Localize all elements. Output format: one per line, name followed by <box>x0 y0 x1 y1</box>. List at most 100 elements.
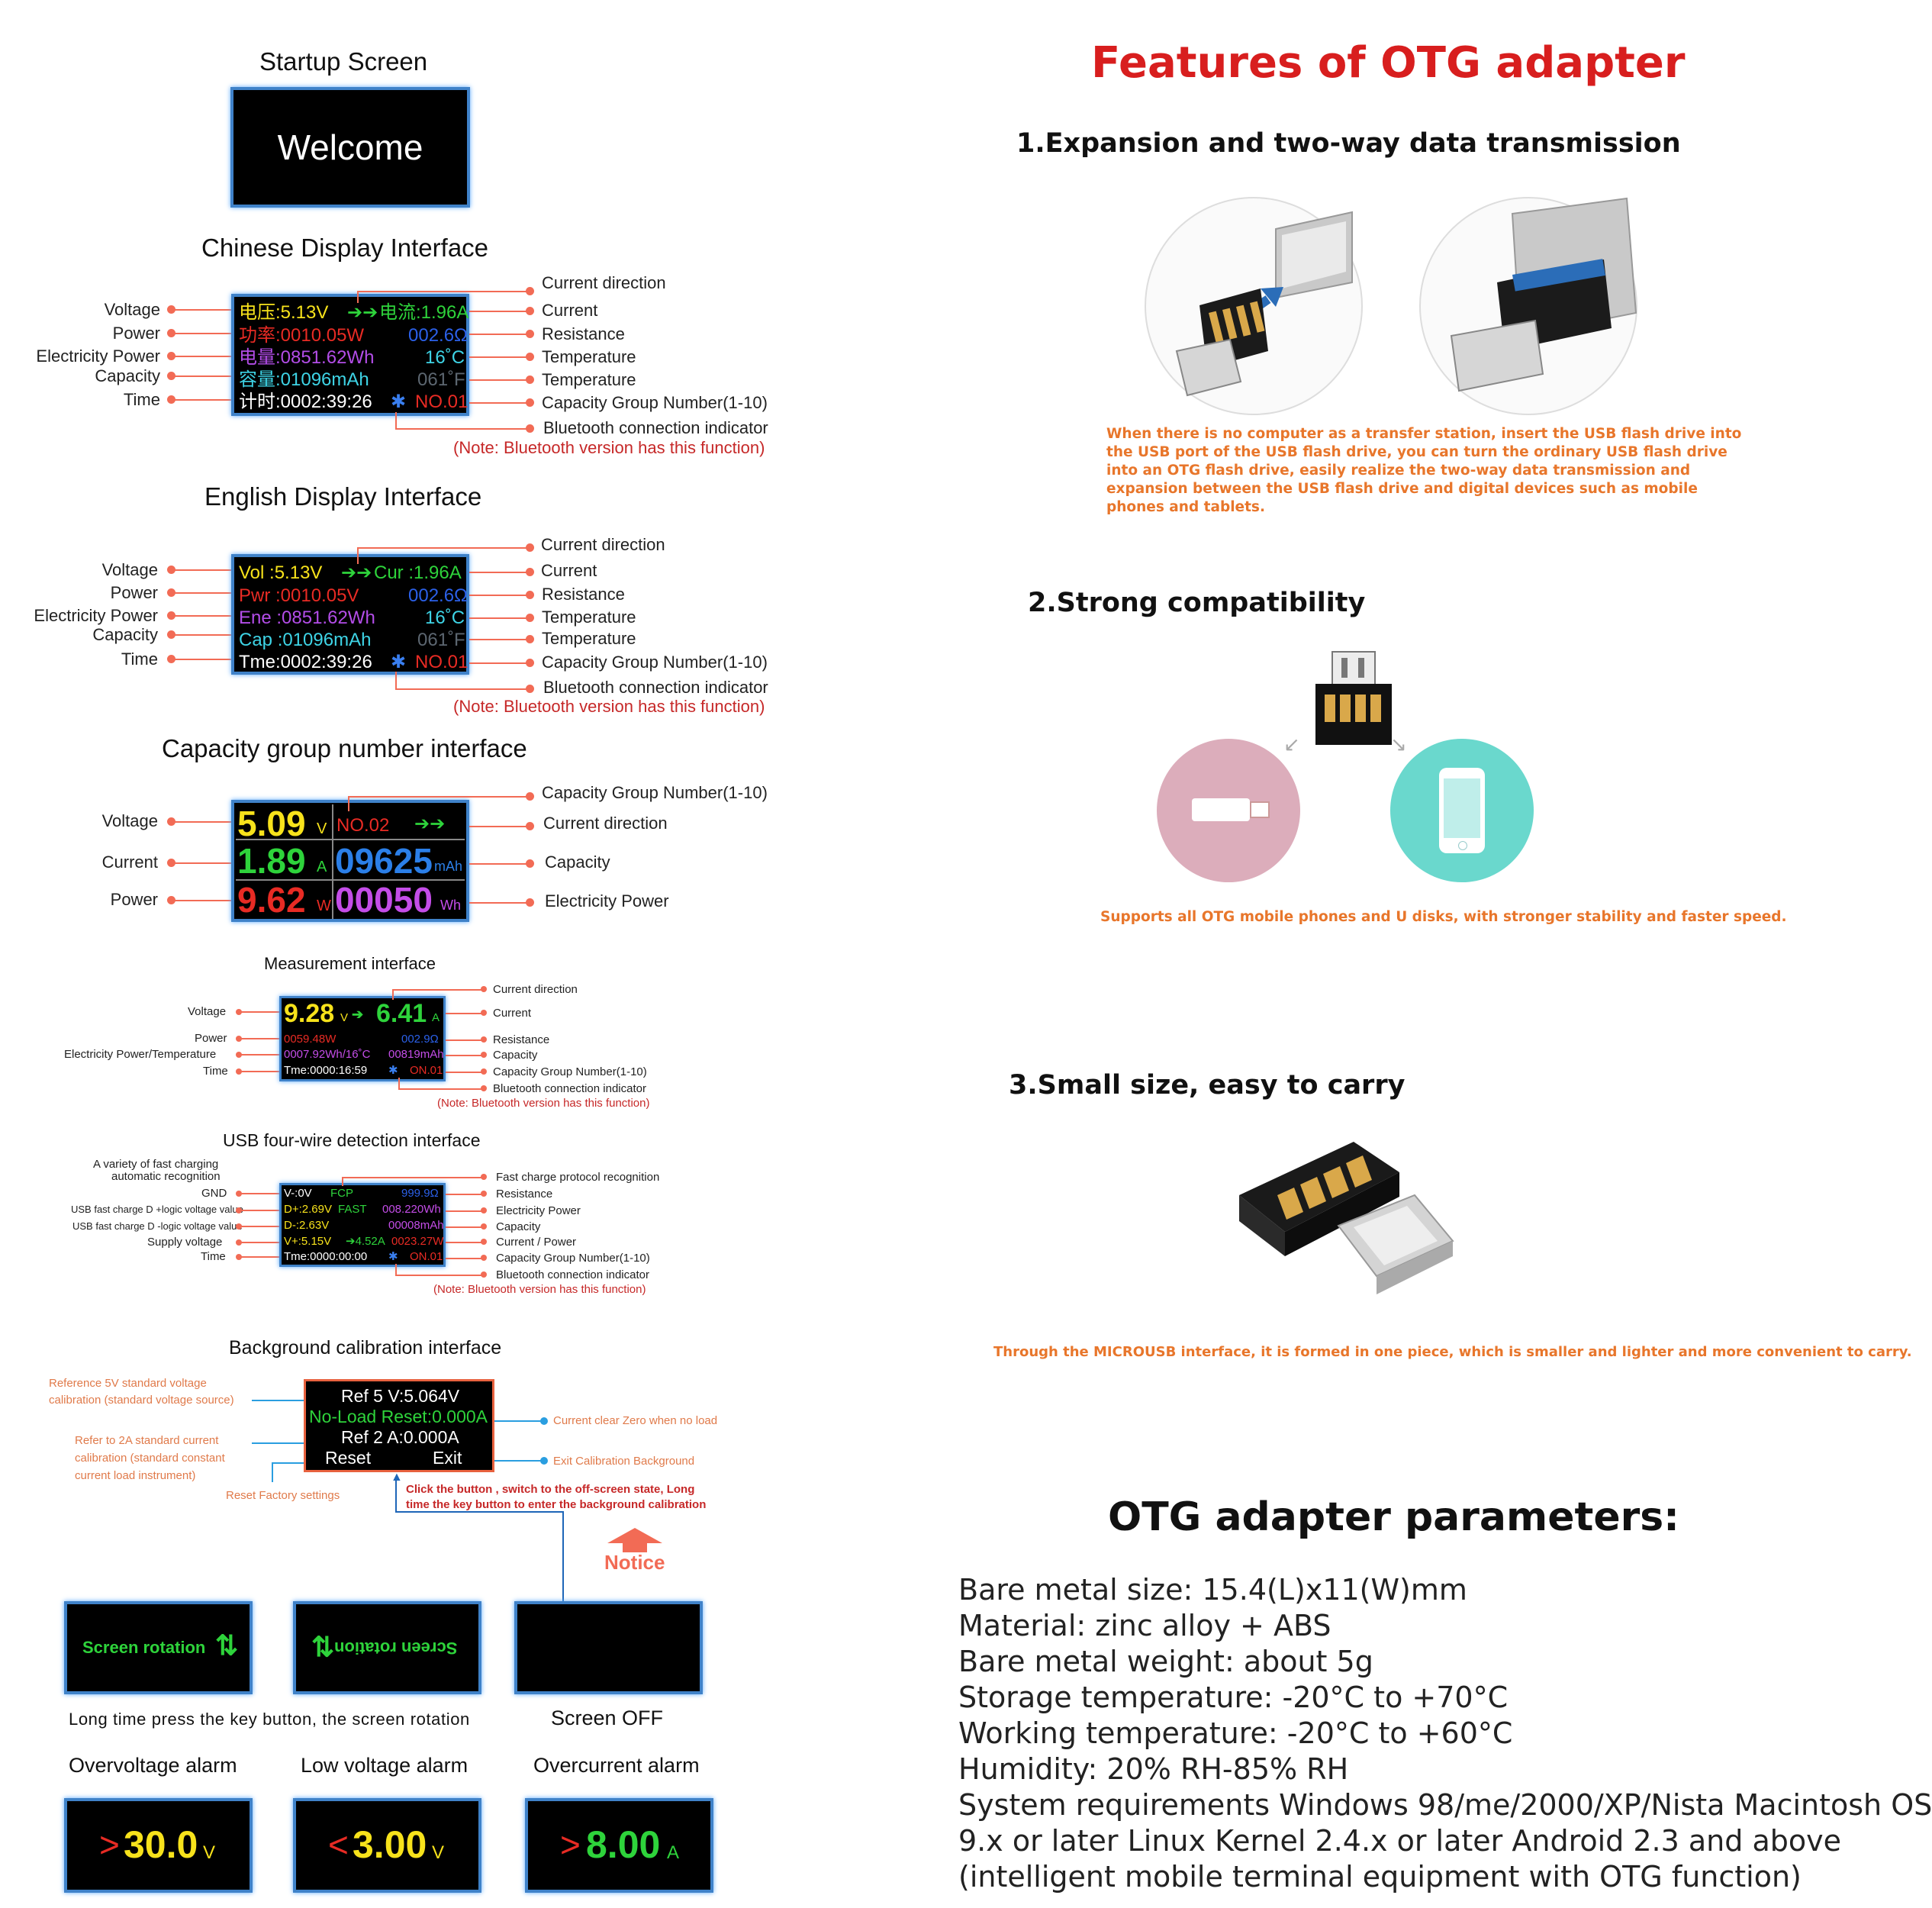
cap-direction-arrow: ➔➔ <box>414 814 446 834</box>
en-resistance: 002.6Ω <box>408 585 468 606</box>
usb-dminus: D-:2.63V <box>284 1219 330 1232</box>
pointer-dot <box>526 287 534 295</box>
en-temp-f: 061˚F <box>417 630 465 650</box>
english-screen: Vol :5.13V ➔➔ Cur :1.96A Pwr :0010.05V 0… <box>231 554 469 675</box>
pointer-line <box>469 402 530 404</box>
bluetooth-note: (Note: Bluetooth version has this functi… <box>453 697 765 716</box>
meas-group-number: ON.01 <box>410 1064 443 1077</box>
phone-icon <box>1439 768 1485 853</box>
en-current: Cur :1.96A <box>374 562 462 583</box>
welcome-text: Welcome <box>277 127 423 167</box>
usb-drive-circle <box>1157 739 1300 882</box>
cn-time: 计时:0002:39:26 <box>239 392 372 412</box>
pointer-line <box>446 1258 484 1259</box>
cn-current: 电流:1.96A <box>379 302 469 323</box>
pointer-dot <box>481 1191 487 1197</box>
pointer-line <box>252 1442 307 1444</box>
pointer-dot <box>167 305 175 314</box>
param-system: System requirements Windows 98/me/2000/X… <box>958 1788 1932 1822</box>
pointer-dot <box>481 1036 487 1043</box>
usb-resistance: 999.9Ω <box>401 1187 439 1200</box>
cap-energy: 00050 <box>335 880 433 920</box>
pointer-line <box>272 1462 307 1464</box>
usb-title: USB four-wire detection interface <box>223 1130 481 1150</box>
meas-current: 6.41 <box>376 999 427 1028</box>
rotation-screen-normal: Screen rotation ⇅ <box>64 1601 253 1694</box>
pointer-line <box>357 291 530 292</box>
pointer-line <box>241 1193 281 1194</box>
meas-current-unit: A <box>432 1011 440 1024</box>
cap-capacity: 09625 <box>335 841 433 881</box>
cal-ref-2a: Ref 2 A:0.000A <box>341 1427 459 1447</box>
cal-no-load: No-Load Reset:0.000A <box>309 1407 488 1426</box>
pointer-dot <box>526 614 534 622</box>
screen-off-caption: Screen OFF <box>551 1707 664 1729</box>
label-supply-voltage: Supply voltage <box>147 1236 223 1249</box>
pointer-line <box>174 569 237 571</box>
pointer-line <box>469 639 530 640</box>
cn-temp-f: 061˚F <box>417 369 465 390</box>
pointer-line <box>174 356 237 357</box>
notice-arrow-icon <box>607 1528 662 1552</box>
pointer-line <box>446 1194 484 1195</box>
label-electricity-power: Electricity Power <box>34 606 158 625</box>
pointer-line <box>446 1055 484 1056</box>
param-humidity: Humidity: 20% RH-85% RH <box>958 1752 1349 1786</box>
pointer-line <box>446 1210 484 1212</box>
otg-insert-illustration <box>1145 197 1363 415</box>
pointer-line <box>395 1479 397 1511</box>
arrow-up-icon: ▲ <box>391 1471 403 1484</box>
pointer-line <box>469 662 530 664</box>
label-resistance: Resistance <box>542 324 625 343</box>
pointer-dot <box>167 395 175 404</box>
label-voltage: Voltage <box>101 560 158 579</box>
pointer-line <box>395 672 397 689</box>
label-capacity: Capacity <box>545 852 610 872</box>
pointer-dot <box>167 630 175 639</box>
label-power: Power <box>112 324 160 343</box>
pointer-dot <box>526 591 534 599</box>
pointer-dot <box>167 329 175 337</box>
pointer-line <box>241 1038 281 1039</box>
cap-power: 9.62 <box>237 880 306 920</box>
pointer-dot <box>236 1239 242 1246</box>
pointer-line <box>174 375 237 377</box>
pointer-dot <box>167 655 175 663</box>
label-temperature: Temperature <box>542 629 636 648</box>
cap-voltage: 5.09 <box>237 804 306 843</box>
pointer-dot <box>526 375 534 384</box>
pointer-dot <box>540 1417 548 1425</box>
label-resistance: Resistance <box>496 1188 553 1201</box>
cn-capacity: 容量:01096mAh <box>239 369 369 390</box>
label-clear-zero: Current clear Zero when no load <box>553 1414 718 1427</box>
meas-capacity: 00819mAh <box>388 1048 444 1061</box>
label-voltage: Voltage <box>104 300 160 319</box>
click-note: time the key button to enter the backgro… <box>406 1498 707 1511</box>
rotation-text: Screen rotation <box>82 1638 206 1657</box>
param-size: Bare metal size: 15.4(L)x11(W)mm <box>958 1573 1467 1607</box>
label-exit-calibration: Exit Calibration Background <box>553 1455 695 1468</box>
label-group-number: Capacity Group Number(1-10) <box>496 1252 650 1265</box>
pointer-line <box>348 796 530 798</box>
feature-1-title: 1.Expansion and two-way data transmissio… <box>1016 128 1681 159</box>
overvoltage-screen: > 30.0 V <box>64 1798 253 1893</box>
pointer-line <box>174 659 237 660</box>
label-bluetooth: Bluetooth connection indicator <box>493 1082 646 1095</box>
cn-group-number: NO.01 <box>415 392 469 412</box>
cn-voltage: 电压:5.13V <box>239 302 329 323</box>
pointer-line <box>342 1177 484 1178</box>
usb-screen: V-:0V FCP 999.9Ω D+:2.69V FAST 008.220Wh… <box>279 1183 446 1267</box>
measurement-title: Measurement interface <box>264 954 436 973</box>
pointer-dot <box>481 1010 487 1016</box>
pointer-line <box>174 862 237 864</box>
pointer-line <box>398 1088 484 1090</box>
pointer-line <box>469 334 530 335</box>
calibration-title: Background calibration interface <box>229 1337 502 1358</box>
bluetooth-icon: ✱ <box>391 652 407 672</box>
pointer-line <box>241 1242 281 1243</box>
alarm-value: 30.0 <box>124 1823 198 1866</box>
pointer-dot <box>481 1223 487 1230</box>
cap-voltage-unit: V <box>317 820 327 837</box>
pointer-dot <box>236 1254 242 1260</box>
pointer-dot <box>167 372 175 380</box>
